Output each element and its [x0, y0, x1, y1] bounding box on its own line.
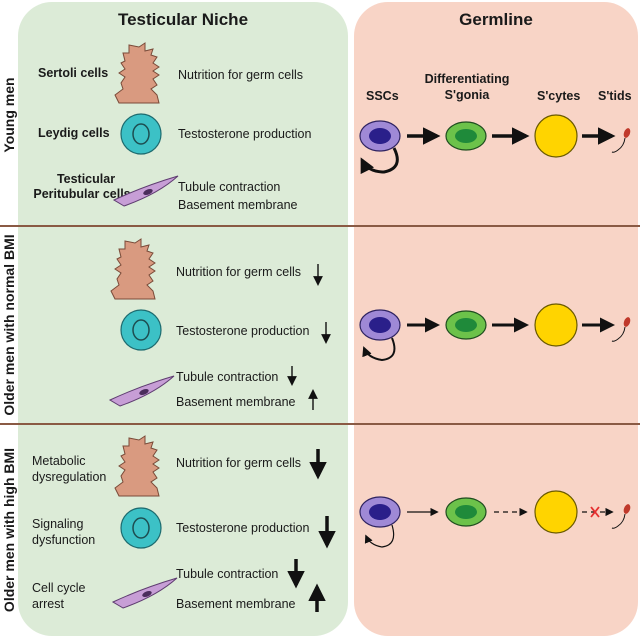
- spermatocyte-icon: [534, 303, 578, 347]
- stage-stids: S'tids: [598, 89, 632, 103]
- spermatid-icon: [611, 128, 631, 153]
- sertoli-label: Sertoli cells: [38, 66, 109, 80]
- peritubular-cell-icon: [109, 375, 175, 407]
- block-x-icon: [590, 506, 600, 518]
- r2-basement: Basement membrane: [176, 395, 296, 409]
- testicular-niche-panel: [18, 2, 348, 636]
- stage-diff-1: Differentiating: [424, 72, 510, 86]
- stage-sscs: SSCs: [366, 89, 399, 103]
- niche-header: Testicular Niche: [117, 10, 249, 29]
- r1-testosterone: Testosterone production: [178, 127, 312, 141]
- stage-scytes: S'cytes: [537, 89, 581, 103]
- r2-tubule: Tubule contraction: [176, 370, 279, 384]
- defect-metabolic-2: dysregulation: [32, 470, 107, 484]
- r3-testosterone: Testosterone production: [176, 521, 310, 535]
- spermatid-icon: [611, 317, 631, 342]
- spermatocyte-icon: [534, 490, 578, 534]
- leydig-label: Leydig cells: [38, 126, 110, 140]
- self-renewal-arrow-icon: [364, 524, 395, 548]
- r3-basement: Basement membrane: [176, 597, 296, 611]
- sertoli-cell-icon: [114, 435, 160, 497]
- peritubular-label-2: Peritubular cells: [33, 187, 131, 201]
- germline-header: Germline: [459, 10, 533, 29]
- peritubular-label-1: Testicular: [56, 172, 116, 186]
- r1-tubule: Tubule contraction: [178, 180, 281, 194]
- defect-signaling-1: Signaling: [32, 517, 84, 531]
- sertoli-cell-icon: [114, 42, 160, 104]
- defect-cellcycle-1: Cell cycle: [32, 581, 86, 595]
- row-divider-1: [0, 225, 640, 227]
- r1-basement: Basement membrane: [178, 198, 298, 212]
- r3-nutrition: Nutrition for germ cells: [176, 456, 302, 470]
- germline-row-older-normal: [359, 303, 631, 362]
- germline-panel: [354, 2, 638, 636]
- leydig-cell-icon: [120, 507, 162, 549]
- stage-diff-2: S'gonia: [444, 88, 490, 102]
- r2-nutrition: Nutrition for germ cells: [176, 265, 302, 279]
- defect-cellcycle-2: arrest: [32, 597, 64, 611]
- r1-nutrition: Nutrition for germ cells: [178, 68, 304, 82]
- peritubular-cell-icon: [113, 175, 179, 207]
- sertoli-cell-icon: [110, 238, 156, 300]
- germline-row-young: [359, 114, 631, 175]
- leydig-cell-icon: [120, 113, 162, 155]
- spermatocyte-icon: [534, 114, 578, 158]
- defect-metabolic-1: Metabolic: [32, 454, 86, 468]
- spermatid-icon: [611, 504, 631, 529]
- r2-testosterone: Testosterone production: [176, 324, 310, 338]
- germline-row-older-high: [359, 490, 631, 548]
- self-renewal-arrow-icon: [360, 147, 399, 175]
- peritubular-cell-icon: [112, 577, 178, 609]
- row-divider-2: [0, 423, 640, 425]
- r3-tubule: Tubule contraction: [176, 567, 279, 581]
- leydig-cell-icon: [120, 309, 162, 351]
- defect-signaling-2: dysfunction: [32, 533, 96, 547]
- self-renewal-arrow-icon: [362, 337, 396, 362]
